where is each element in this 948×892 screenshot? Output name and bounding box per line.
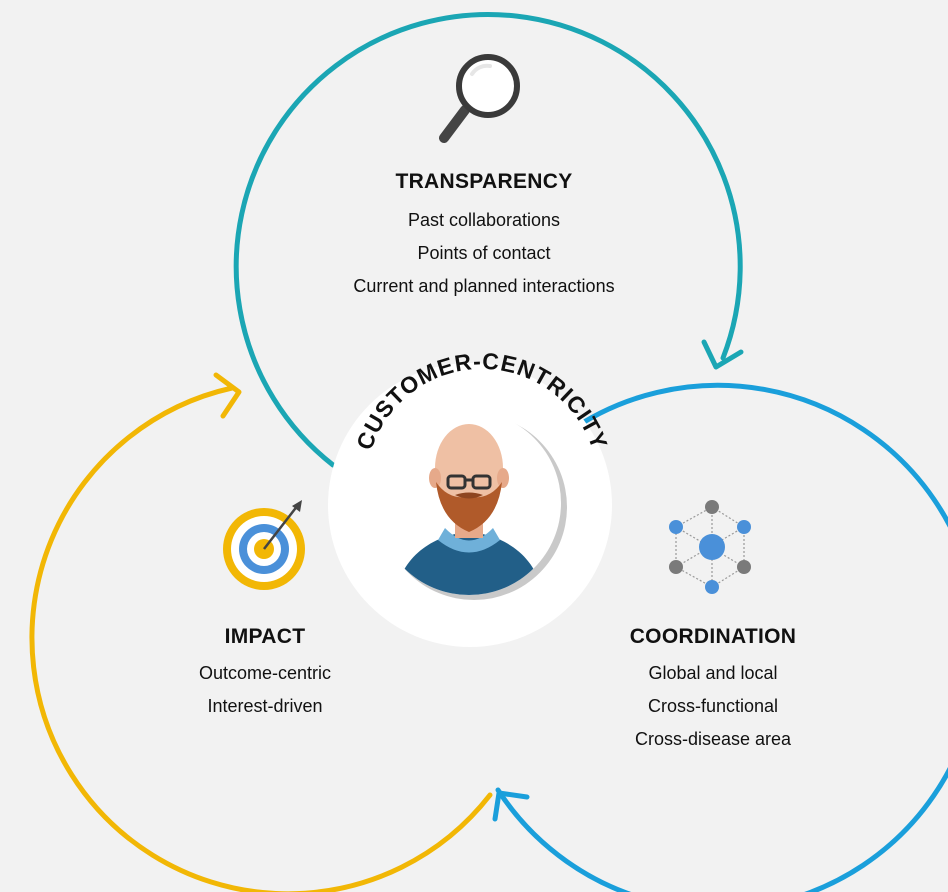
coordination-item: Cross-disease area [634, 729, 792, 749]
transparency-item: Points of contact [417, 243, 551, 263]
impact-item: Interest-driven [207, 696, 323, 716]
coordination-title: COORDINATION [629, 625, 797, 648]
coordination-arrowhead [492, 790, 530, 822]
transparency-section: TRANSPARENCY Past collaborations Points … [274, 170, 694, 303]
transparency-item: Past collaborations [407, 210, 561, 230]
impact-arrowhead [213, 372, 242, 419]
impact-section: IMPACT Outcome-centric Interest-driven [130, 625, 400, 723]
impact-title: IMPACT [224, 625, 306, 648]
transparency-arrowhead [701, 339, 744, 370]
transparency-item: Current and planned interactions [353, 276, 615, 296]
impact-ring [29, 385, 493, 892]
impact-item: Outcome-centric [198, 663, 332, 683]
coordination-item: Cross-functional [647, 696, 779, 716]
target-icon [223, 500, 305, 590]
network-nodes [669, 500, 751, 594]
coordination-item: Global and local [648, 663, 778, 683]
transparency-ring [233, 12, 743, 468]
magnifier-icon [439, 54, 520, 143]
customer-avatar-icon [377, 411, 567, 600]
coordination-section: COORDINATION Global and local Cross-func… [578, 625, 848, 756]
transparency-title: TRANSPARENCY [395, 170, 573, 193]
coordination-ring [495, 382, 948, 892]
